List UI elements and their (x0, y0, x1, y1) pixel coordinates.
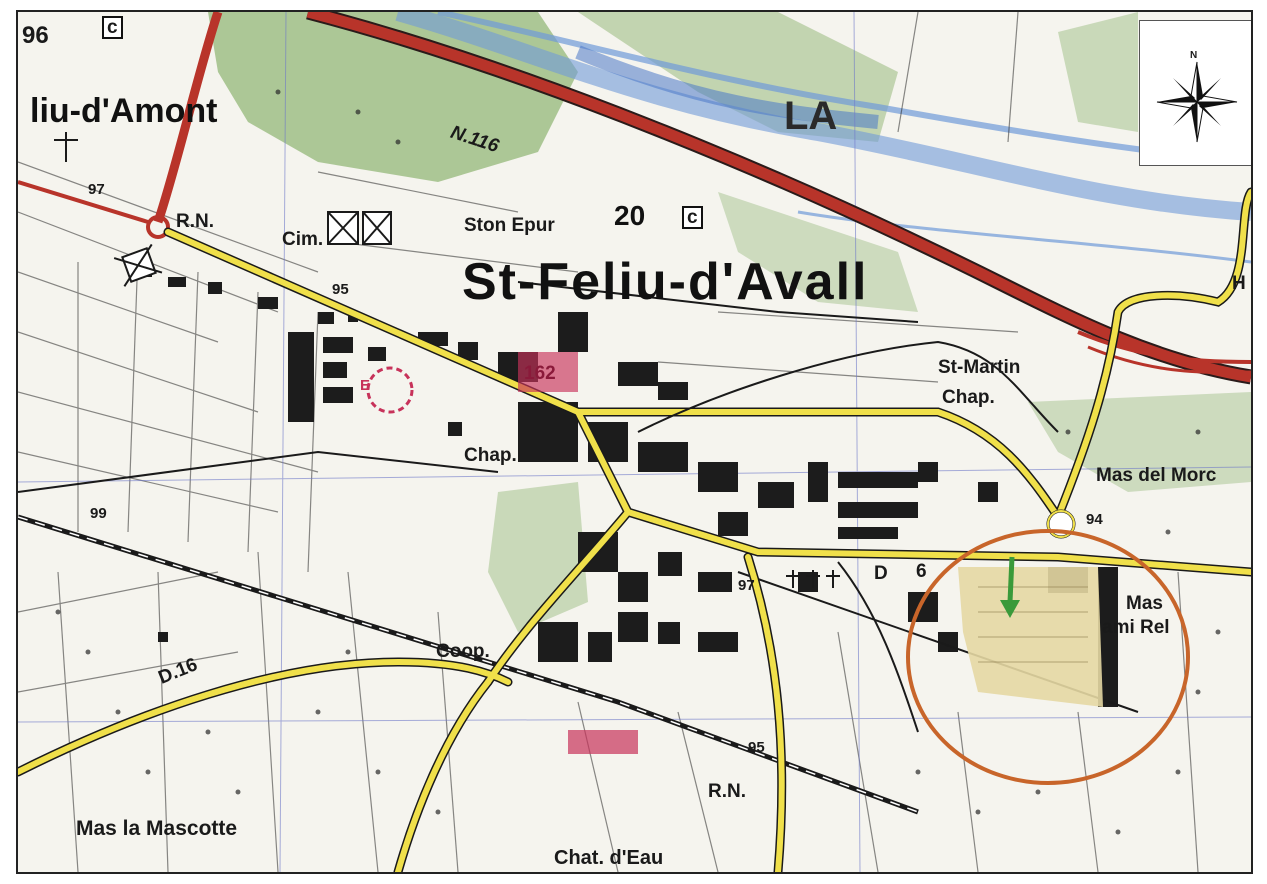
label-elevation-20: 20 (614, 200, 646, 231)
vegetation-areas (208, 12, 1251, 632)
road-label-rn-bottom: R.N. (708, 781, 746, 802)
label-mas-del-morc: Mas del Morc (1096, 465, 1217, 486)
reservoir-symbols (113, 211, 392, 287)
town-label-feliu-damont: liu-d'Amont (30, 92, 218, 130)
label-edge-h: H (1232, 273, 1246, 294)
label-mas-ami-rel-line1: Mas (1126, 593, 1163, 614)
cemetery-crosses (54, 132, 840, 588)
urban-highlights (366, 352, 638, 754)
main-roads (18, 187, 1251, 872)
label-ston-epur: Ston Epur (464, 215, 555, 236)
label-cim: Cim. (282, 229, 324, 250)
label-sector-6: 6 (916, 561, 927, 582)
label-la: LA (784, 94, 838, 138)
compass-panel: N (1139, 20, 1251, 166)
secondary-roads (18, 281, 1059, 733)
label-mas-ami-rel-line2: ami Rel (1102, 617, 1170, 638)
label-elevation-95-north: 95 (332, 281, 349, 298)
label-c-top: c (102, 16, 123, 39)
label-elevation-97-west: 97 (88, 181, 105, 198)
label-elevation-99: 99 (90, 505, 107, 522)
label-mas-la-mascotte: Mas la Mascotte (76, 817, 238, 840)
label-elevation-97-east: 97 (738, 577, 755, 594)
label-c-mid: c (682, 206, 703, 229)
road-label-rn-top: R.N. (176, 211, 214, 232)
topographic-map: N St-Feliu-d'Avall liu-d'Amont N.116 R.N… (16, 10, 1253, 874)
label-e: E (360, 377, 371, 394)
label-elevation-94: 94 (1086, 511, 1103, 528)
label-d: D (874, 563, 888, 584)
label-chat-deau: Chat. d'Eau (554, 847, 664, 869)
label-chap-st-martin: Chap. (942, 387, 995, 408)
town-label-st-feliu-davall: St-Feliu-d'Avall (462, 253, 869, 311)
highway (18, 12, 1251, 385)
compass-north-label: N (1190, 50, 1198, 61)
map-background (18, 12, 1251, 872)
label-elevation-96: 96 (22, 22, 49, 49)
label-st-martin: St-Martin (938, 357, 1021, 378)
arrow-down-icon (1000, 556, 1020, 618)
site-area (906, 529, 1190, 785)
label-elevation-162: 162 (524, 363, 556, 384)
grid-lines (18, 12, 1251, 872)
compass-rose-icon (1156, 61, 1238, 143)
orchard-dots (55, 89, 1221, 835)
label-elevation-95-rail: 95 (748, 739, 765, 756)
label-chap-town: Chap. (464, 445, 517, 466)
label-coop: Coop. (436, 641, 490, 662)
map-canvas (18, 12, 1251, 872)
